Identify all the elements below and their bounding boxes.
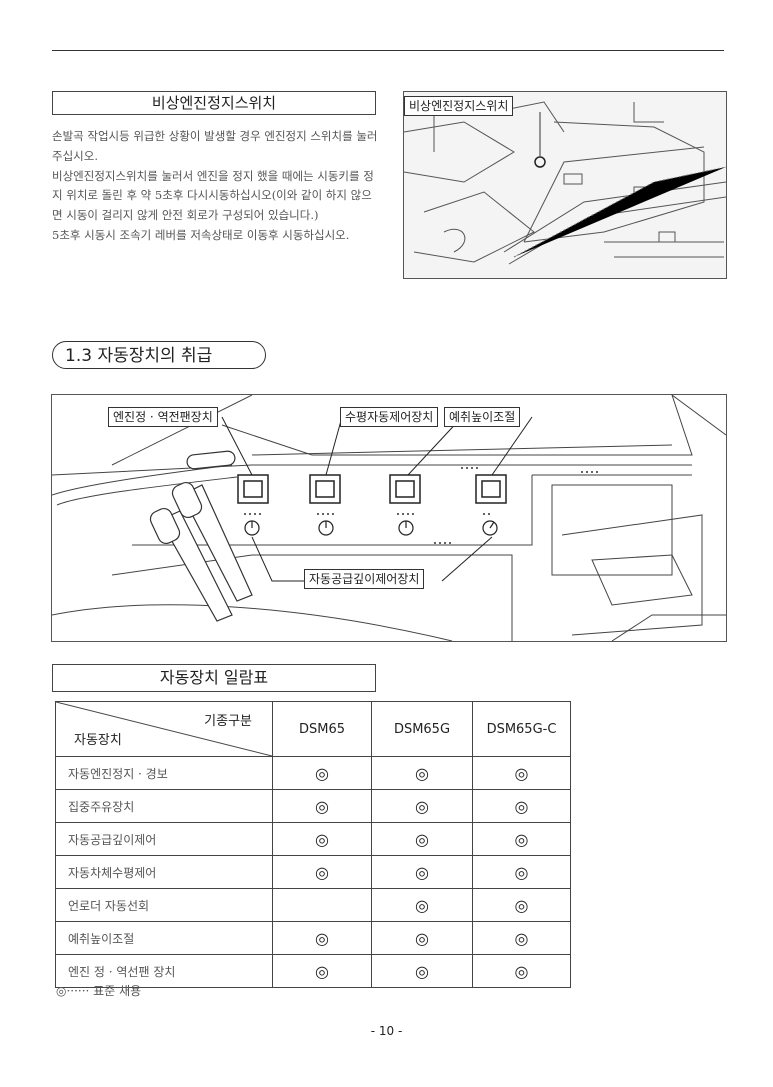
table-row: 집중주유장치 ◎ ◎ ◎ — [55, 789, 571, 823]
table-row: 자동엔진정지 · 경보 ◎ ◎ ◎ — [55, 756, 571, 790]
device-label: 집중주유장치 — [55, 789, 273, 823]
emergency-paragraph-3: 5초후 시동시 조속기 레버를 저속상태로 이동후 시동하십시오. — [52, 227, 350, 242]
device-label: 자동공급깊이제어 — [55, 822, 273, 856]
table-legend: ◎······ 표준 채용 — [56, 984, 142, 998]
table-row: 자동공급깊이제어 ◎ ◎ ◎ — [55, 822, 571, 856]
mark-cell: ◎ — [371, 789, 473, 823]
corner-diagonal — [56, 702, 272, 756]
chart-title: 자동장치 일람표 — [52, 664, 376, 692]
mark-cell: ◎ — [272, 822, 372, 856]
table-corner-cell: 기종구분 자동장치 — [55, 701, 273, 757]
emergency-switch-photo-label: 비상엔진정지스위치 — [404, 96, 514, 116]
mark-cell: ◎ — [371, 888, 473, 922]
switch-group — [237, 474, 507, 504]
page-number: - 10 - — [370, 1024, 403, 1038]
mark-cell: ◎ — [371, 954, 473, 988]
model-header: DSM65G-C — [472, 701, 571, 757]
device-label: 엔진 정 · 역선팬 장치 — [55, 954, 273, 988]
emergency-paragraph-2: 비상엔진정지스위치를 눌러서 엔진을 정지 했을 때에는 시동키를 정지 위치로… — [52, 168, 374, 223]
table-row: 언로더 자동선회 ◎ ◎ — [55, 888, 571, 922]
dial-4-icon — [482, 520, 498, 536]
device-label: 자동엔진정지 · 경보 — [55, 756, 273, 790]
mark-cell: ◎ — [272, 954, 372, 988]
emergency-switch-photo: 비상엔진정지스위치 — [403, 91, 727, 279]
mark-cell: ◎ — [472, 789, 571, 823]
auto-device-table: 기종구분 자동장치 DSM65 DSM65G DSM65G-C 자동엔진정지 ·… — [55, 701, 571, 988]
mark-cell: ◎ — [272, 789, 372, 823]
mark-cell: ◎ — [371, 822, 473, 856]
label-level-control: 수평자동제어장치 — [340, 407, 439, 427]
model-header: DSM65 — [272, 701, 372, 757]
device-label: 자동차체수평제어 — [55, 855, 273, 889]
device-label: 예취높이조절 — [55, 921, 273, 955]
mark-cell: ◎ — [272, 855, 372, 889]
mark-cell: ◎ — [472, 888, 571, 922]
mark-cell: ◎ — [472, 855, 571, 889]
device-label: 언로더 자동선회 — [55, 888, 273, 922]
corner-label-device: 자동장치 — [74, 733, 122, 748]
mark-cell: ◎ — [472, 756, 571, 790]
mark-cell: ◎ — [272, 756, 372, 790]
control-panel-illustration — [52, 395, 726, 641]
model-header: DSM65G — [371, 701, 473, 757]
table-row: 엔진 정 · 역선팬 장치 ◎ ◎ ◎ — [55, 954, 571, 988]
mark-cell: ◎ — [472, 921, 571, 955]
table-header-row: 기종구분 자동장치 DSM65 DSM65G DSM65G-C — [55, 701, 571, 757]
emergency-switch-marker-icon — [534, 156, 546, 168]
top-rule — [52, 50, 724, 51]
mark-cell: ◎ — [371, 756, 473, 790]
mark-cell: ◎ — [472, 954, 571, 988]
table-row: 예취높이조절 ◎ ◎ ◎ — [55, 921, 571, 955]
emergency-switch-title: 비상엔진정지스위치 — [52, 91, 376, 115]
mark-cell: ◎ — [371, 855, 473, 889]
mark-cell: ◎ — [472, 822, 571, 856]
label-feed-depth: 자동공급깊이제어장치 — [304, 569, 425, 589]
label-cutting-height: 예취높이조절 — [444, 407, 521, 427]
emergency-paragraph-1: 손발곡 작업시등 위급한 상황이 발생할 경우 엔진정지 스위치를 눌러 주십시… — [52, 129, 378, 163]
engine-bay-illustration — [404, 92, 726, 278]
mark-cell — [272, 888, 372, 922]
table-row: 자동차체수평제어 ◎ ◎ ◎ — [55, 855, 571, 889]
mark-cell: ◎ — [272, 921, 372, 955]
control-panel-photo: 엔진정 · 역전팬장치 수평자동제어장치 예취높이조절 자동공급깊이제어장치 — [51, 394, 727, 642]
emergency-description: 손발곡 작업시등 위급한 상황이 발생할 경우 엔진정지 스위치를 눌러 주십시… — [52, 127, 382, 246]
corner-label-model: 기종구분 — [204, 714, 252, 729]
mark-cell: ◎ — [371, 921, 473, 955]
section-title: 1.3 자동장치의 취급 — [52, 341, 266, 369]
label-fan-reverse: 엔진정 · 역전팬장치 — [108, 407, 218, 427]
